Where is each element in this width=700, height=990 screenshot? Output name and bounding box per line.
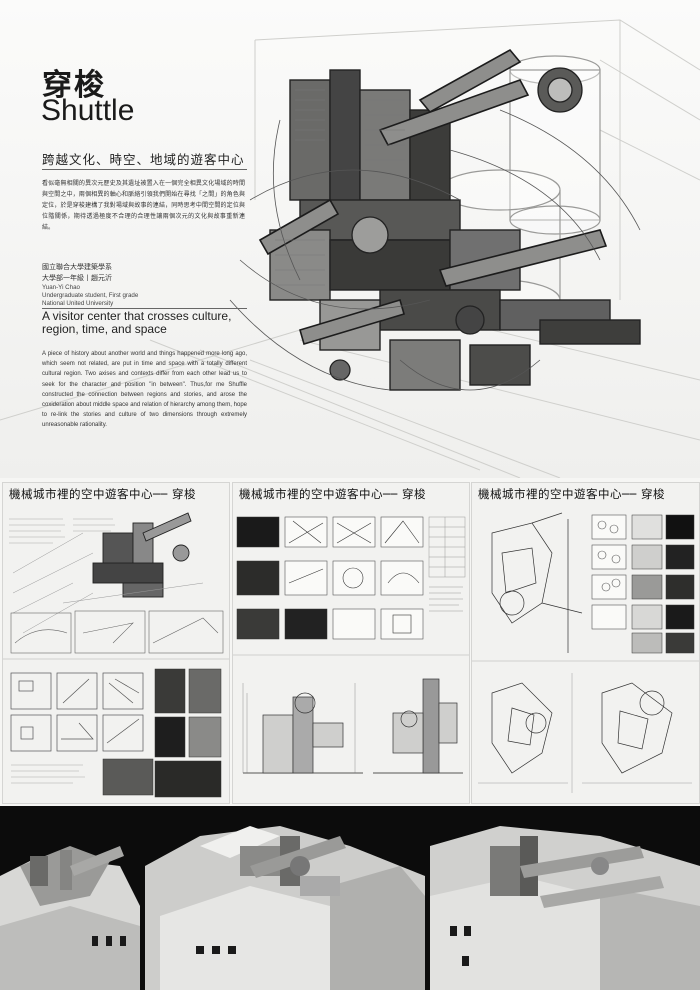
title-english: Shuttle [41,94,135,127]
subtitle-chinese: 跨越文化、時空、地域的遊客中心 [42,152,245,167]
description-english: A piece of history about another world a… [42,351,247,429]
board-2-drawings [233,516,469,774]
school-chinese: 國立聯合大學建築學系 [42,263,112,271]
presentation-board-1: 機械城市裡的空中遊客中心── 穿梭 [2,482,230,804]
model-photo-strip [0,806,700,990]
english-divider [42,308,247,309]
model-photo-3 [430,826,700,990]
model-photos [0,806,700,990]
presentation-board-3: 機械城市裡的空中遊客中心── 穿梭 [471,482,700,804]
author-name-english: Yuan-Yi Chao [42,284,80,291]
board-1-drawings [3,512,229,798]
hero-section: 穿梭 Shuttle 跨越文化、時空、地域的遊客中心 看似毫無相關的異次元歷史及… [0,0,700,478]
board-2-title: 機械城市裡的空中遊客中心── 穿梭 [239,487,427,501]
author-grade-english: Undergraduate student, First grade [42,292,139,299]
subtitle-english: A visitor center that crosses culture, r… [42,309,232,336]
student-chinese: 大學部一年級丨趙元沂 [42,274,112,282]
subtitle-divider [42,169,247,170]
hero-sketch-drawing [0,19,700,478]
model-photo-1 [0,846,140,990]
description-chinese: 看似毫無相關的異次元歷史及其遺址被置入在一個完全相異文化場域的時間與空間之中，兩… [42,180,245,231]
presentation-board-2: 機械城市裡的空中遊客中心── 穿梭 [232,482,470,804]
university-english: National United University [42,300,114,307]
board-1-title: 機械城市裡的空中遊客中心── 穿梭 [9,487,197,501]
board-3-drawings [472,512,699,793]
model-photo-2 [145,826,425,990]
board-3-title: 機械城市裡的空中遊客中心── 穿梭 [478,487,666,501]
title-chinese: 穿梭 [42,68,106,103]
